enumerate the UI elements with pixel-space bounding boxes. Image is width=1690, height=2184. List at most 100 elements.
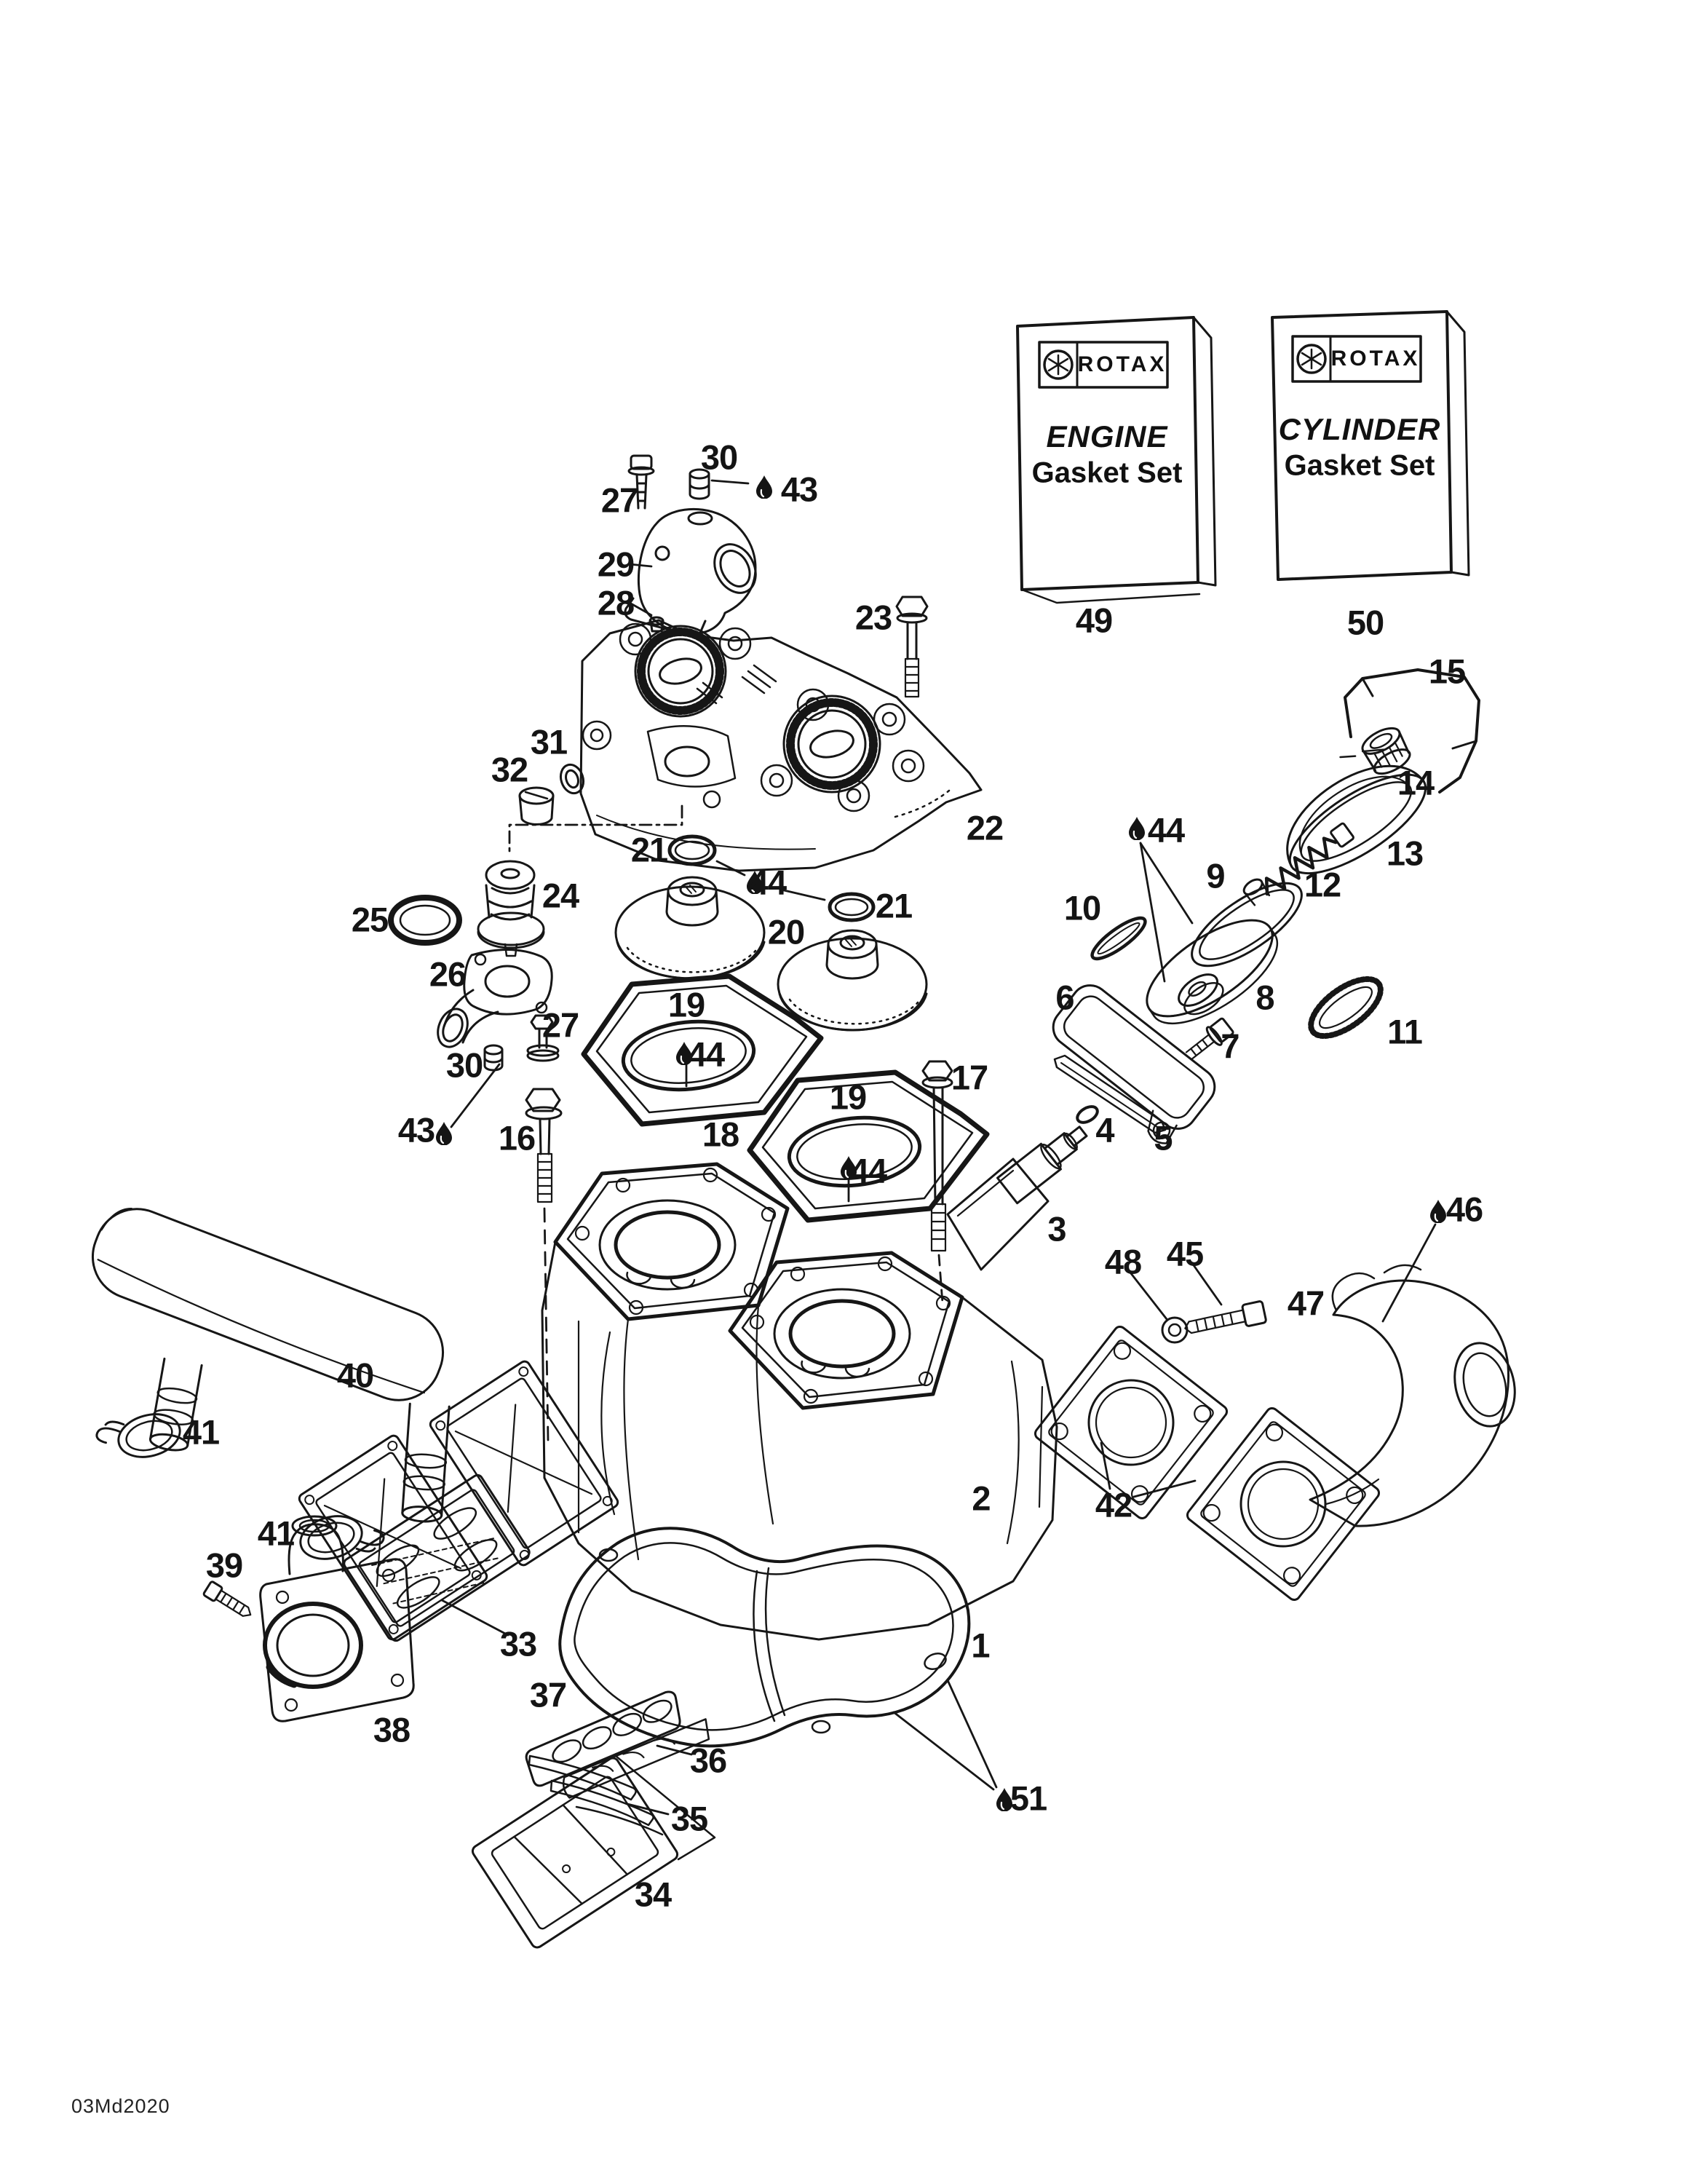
callout-reed-petals: 35 — [670, 1799, 708, 1838]
reed-valve-assy-part — [343, 1473, 531, 1642]
bellows-oring-part — [1308, 976, 1384, 1040]
rotax-logo-text-engine: ROTAX — [1077, 352, 1167, 376]
document-code: 03Md2020 — [71, 2095, 170, 2117]
manifold-washer-part — [1161, 1316, 1189, 1344]
callout-lubricant-gasket-front: 44 — [687, 1034, 725, 1074]
callout-lubricant-diaphragm: 44 — [1147, 810, 1185, 850]
callout-cylinder-head: 22 — [966, 808, 1004, 847]
dash-lines — [508, 804, 944, 1441]
callout-head-gasket-front: 19 — [667, 985, 705, 1024]
callout-rave-valve-piston: 3 — [1047, 1209, 1066, 1249]
rave-cover-part — [1052, 984, 1216, 1144]
rave-rod-part — [1053, 1054, 1167, 1134]
reed-stopper-upper-part — [525, 1690, 681, 1787]
thermostat-housing-part — [437, 948, 553, 1048]
callout-head-gasket-rear-ring: 19 — [829, 1077, 867, 1117]
callout-rave-oring-small: 4 — [1095, 1110, 1114, 1150]
callout-rave-bellows-cup: 13 — [1386, 834, 1424, 873]
callout-lubricant-base-gasket: 51 — [1009, 1779, 1047, 1818]
callout-outlet-socket: 28 — [597, 583, 635, 622]
callout-housing-screw: 27 — [541, 1005, 579, 1045]
callout-exhaust-gasket: 42 — [1095, 1485, 1132, 1524]
rave-bellows-cup-part — [1286, 748, 1427, 875]
callout-lubricant-gasket-rear: 44 — [849, 1151, 887, 1190]
head-screw-part — [921, 1060, 953, 1252]
callout-lubricant-dome: 44 — [749, 863, 787, 902]
callout-engine-gasket-set: 49 — [1075, 601, 1113, 640]
oil-drop-icon — [1429, 1198, 1447, 1223]
callout-bleed-nipple-top: 30 — [700, 438, 738, 477]
callout-dome-oring-front: 21 — [630, 830, 668, 869]
engine-box-subtitle: Gasket Set — [1031, 456, 1183, 489]
callout-adjustment-cap: 14 — [1397, 763, 1435, 802]
leader-lines — [440, 479, 1437, 1816]
oil-drop-icon — [755, 474, 773, 499]
housing-screw-part — [526, 1014, 560, 1062]
callout-loctite-manifold: 46 — [1445, 1190, 1483, 1229]
cylinder-stud-long-part — [525, 1088, 563, 1203]
callout-sealing-washer: 31 — [530, 722, 568, 761]
callout-manifold-washer: 48 — [1104, 1242, 1142, 1281]
callout-bleed-nipple-side: 30 — [445, 1045, 483, 1085]
reed-stopper-lower-part — [562, 1718, 710, 1799]
callout-cylinder: 2 — [972, 1479, 991, 1518]
rave-valve-piston-part — [946, 1125, 1088, 1271]
head-gasket-rear-part — [747, 1069, 990, 1223]
hose-clamp-upper-part — [95, 1413, 181, 1458]
head-bolt-part — [895, 596, 929, 698]
callout-exhaust-manifold: 47 — [1287, 1283, 1325, 1323]
cylinder-part — [541, 1162, 1058, 1641]
callout-water-hose: 40 — [336, 1356, 374, 1395]
rave-oring-small-part — [1076, 1105, 1099, 1124]
callout-rave-diaphragm: 9 — [1206, 856, 1225, 895]
callout-rave-disc: 8 — [1255, 978, 1274, 1017]
elbow-screw-part — [627, 454, 655, 510]
engine-gasket-set-box — [1016, 316, 1217, 604]
callout-elbow-screw: 27 — [600, 480, 638, 520]
cylinder-box-title: CYLINDER — [1278, 412, 1441, 446]
callout-loctite-mid: 43 — [397, 1110, 435, 1150]
callout-bellows-oring: 11 — [1387, 1012, 1423, 1051]
callout-base-gasket: 1 — [971, 1626, 990, 1665]
head-gasket-front-part — [581, 973, 824, 1127]
adjustment-cap-part — [1361, 727, 1411, 775]
oil-drop-icon — [1128, 815, 1146, 840]
callout-reed-stopper-lower: 36 — [689, 1741, 727, 1780]
callout-hose-clamp-lower: 41 — [257, 1514, 295, 1553]
callout-hose-clamp-upper: 41 — [182, 1412, 220, 1452]
callout-rave-cover: 6 — [1055, 978, 1074, 1017]
callout-retaining-clip: 15 — [1428, 652, 1466, 691]
dome-oring-front-part — [667, 834, 717, 866]
callout-cylinder-gasket-set: 50 — [1346, 603, 1384, 642]
callout-rave-oring: 10 — [1063, 888, 1101, 927]
head-cover-dome-front-part — [614, 876, 766, 980]
callout-rave-screw: 7 — [1221, 1026, 1239, 1066]
callout-reed-valve-assy: 33 — [499, 1624, 537, 1663]
thermostat-part — [477, 860, 545, 957]
rave-oring-part — [1090, 916, 1147, 961]
callout-intake-socket: 38 — [373, 1710, 410, 1749]
reed-valve-block-part — [471, 1754, 716, 1949]
callout-reed-stopper-upper: 37 — [529, 1675, 567, 1714]
base-gasket-part — [558, 1527, 971, 1748]
drain-plug-part — [518, 786, 555, 826]
callout-thermostat: 24 — [541, 876, 579, 915]
cylinder-gasket-set-box — [1271, 310, 1470, 581]
callout-head-screw: 17 — [951, 1058, 988, 1097]
sealing-washer-part — [559, 763, 585, 795]
callout-thermostat-housing: 26 — [429, 954, 467, 994]
callout-head-gasket-rear: 18 — [702, 1115, 739, 1154]
head-cover-dome-rear-part — [777, 929, 928, 1032]
callout-loctite-top: 43 — [780, 470, 818, 509]
cylinder-box-subtitle: Gasket Set — [1284, 449, 1435, 482]
retaining-clip-part — [1344, 668, 1480, 794]
exhaust-gasket-rear-part — [1186, 1406, 1381, 1602]
callout-socket-screw: 39 — [205, 1546, 243, 1585]
dome-oring-rear-part — [828, 892, 876, 922]
oil-drop-icons — [435, 474, 1447, 1811]
water-hose-part — [91, 1208, 451, 1523]
oil-drop-icon — [435, 1120, 453, 1145]
callout-head-cover-dome: 20 — [767, 912, 805, 951]
reed-cover-plate-upper — [429, 1360, 619, 1567]
